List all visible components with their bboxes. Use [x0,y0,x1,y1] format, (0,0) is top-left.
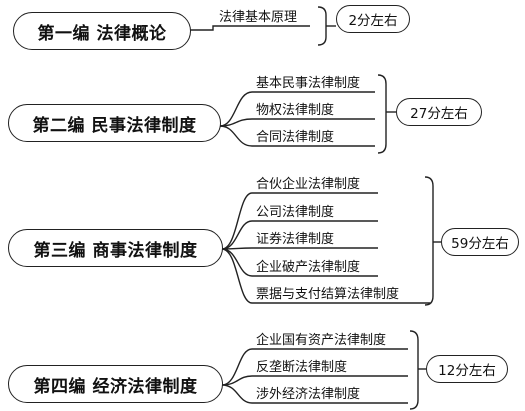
section-4-topic-1: 企业国有资产法律制度 [256,333,387,348]
section-2-title: 第二编 民事法律制度 [8,104,221,142]
section-4-topic-3: 涉外经济法律制度 [256,387,361,402]
section-3-topic-3: 证券法律制度 [256,232,335,247]
section-3-topic-5: 票据与支付结算法律制度 [256,287,400,302]
section-4-title: 第四编 经济法律制度 [8,365,223,403]
section-2-topic-2: 物权法律制度 [256,103,335,118]
section-1-title: 第一编 法律概论 [13,12,191,50]
section-2-topic-1: 基本民事法律制度 [256,76,361,91]
section-4-topic-2: 反垄断法律制度 [256,360,348,375]
section-2-score: 27分左右 [396,98,482,126]
section-3-topic-1: 合伙企业法律制度 [256,177,361,192]
section-4-score: 12分左右 [426,355,508,383]
section-3-topic-2: 公司法律制度 [256,205,335,220]
section-3-topic-4: 企业破产法律制度 [256,260,361,275]
section-1-topic-1: 法律基本原理 [219,10,298,25]
section-3-score: 59分左右 [441,228,519,256]
section-1-score: 2分左右 [336,5,410,33]
section-3-title: 第三编 商事法律制度 [8,229,223,267]
section-2-topic-3: 合同法律制度 [256,130,335,145]
